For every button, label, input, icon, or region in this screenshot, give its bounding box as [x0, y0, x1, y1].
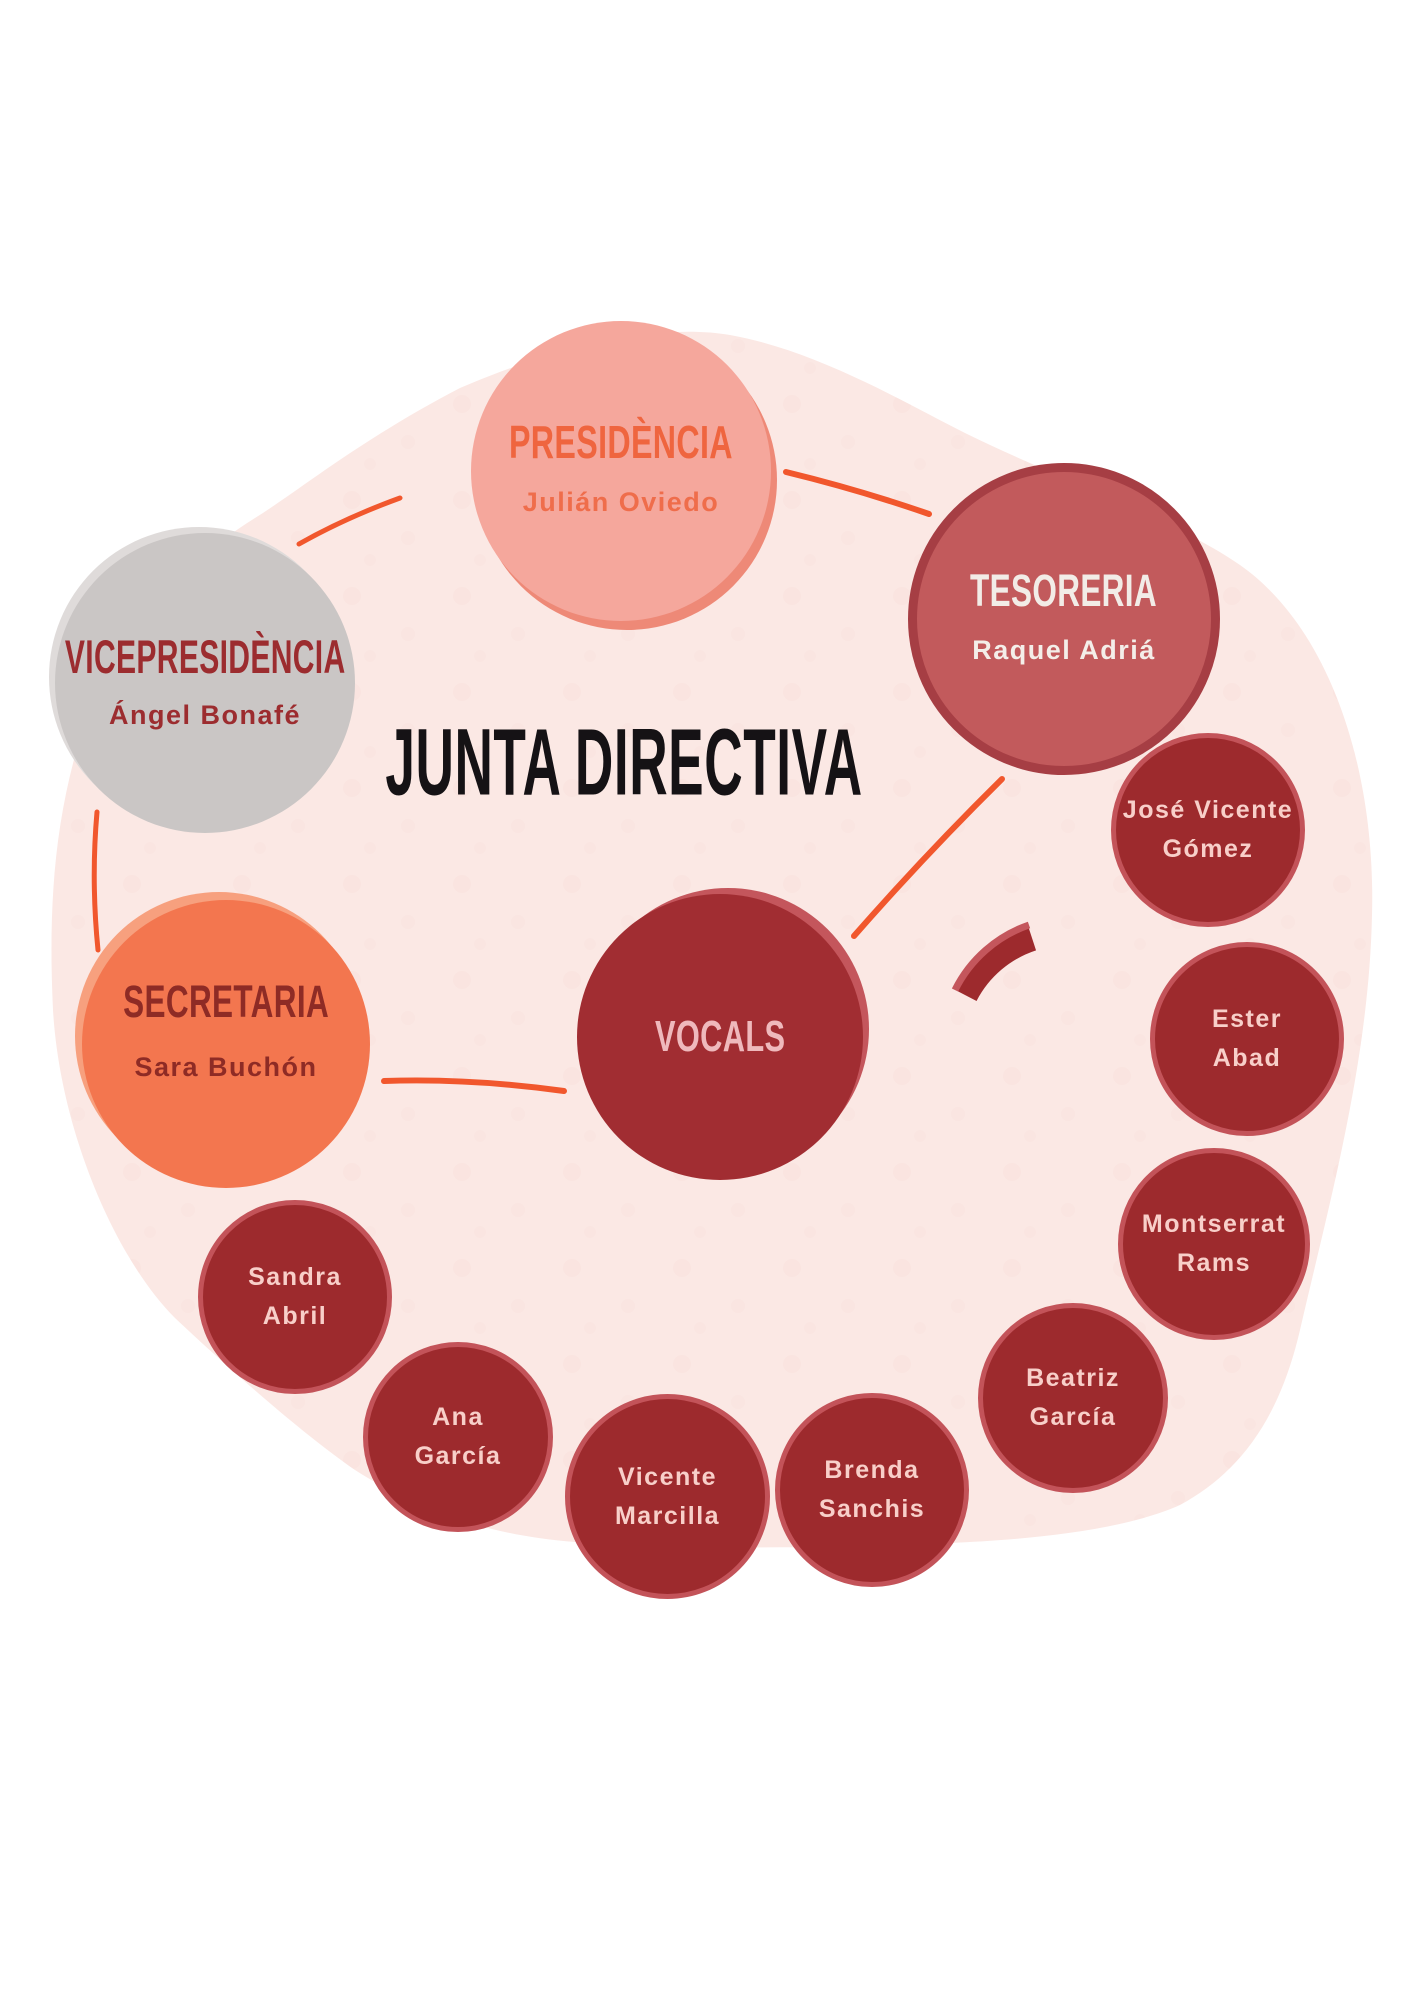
- member-name-line2: García: [1029, 1403, 1117, 1431]
- member-circle-montserrat-rams: Montserrat Rams: [1118, 1148, 1310, 1340]
- page-title: JUNTA DIRECTIVA: [385, 709, 863, 816]
- member-circle-jose-vicente-gomez: José Vicente Gómez: [1111, 733, 1305, 927]
- member-circle-beatriz-garcia: Beatriz García: [978, 1303, 1168, 1493]
- node-presidencia: PRESIDÈNCIA Julián Oviedo: [471, 321, 771, 621]
- member-name-line1: Brenda: [824, 1456, 920, 1485]
- member-name: Sandra Abril: [248, 1258, 342, 1336]
- member-name-line2: Abad: [1212, 1044, 1282, 1072]
- person-name-tesoreria: Raquel Adriá: [972, 635, 1156, 665]
- member-name: Vicente Marcilla: [615, 1458, 720, 1536]
- role-label-vocals: VOCALS: [654, 1012, 786, 1061]
- member-name: Brenda Sanchis: [819, 1451, 925, 1529]
- member-name: Ana García: [415, 1398, 502, 1476]
- person-name-secretaria: Sara Buchón: [134, 1052, 318, 1082]
- member-name-line2: García: [414, 1442, 502, 1470]
- person-name-presidencia: Julián Oviedo: [522, 486, 720, 517]
- member-name-line1: Ester: [1211, 1005, 1283, 1034]
- role-label-secretaria: SECRETARIA: [123, 976, 329, 1027]
- member-name-line2: Marcilla: [614, 1501, 721, 1530]
- member-circle-sandra-abril: Sandra Abril: [198, 1200, 392, 1394]
- member-name: Montserrat Rams: [1142, 1205, 1286, 1283]
- node-vocals: VOCALS: [577, 894, 863, 1180]
- role-label-tesoreria: TESORERIA: [970, 565, 1158, 616]
- decorative-arc: [951, 921, 1037, 1002]
- member-name-line1: Beatriz: [1026, 1364, 1120, 1393]
- connector-presidencia-tesoreria: [783, 469, 932, 517]
- member-name-line2: Sanchis: [818, 1495, 926, 1523]
- connector-vicepresidencia-secretaria: [91, 809, 101, 953]
- connector-strokes: [91, 469, 1005, 1094]
- role-label-vicepresidencia: VICEPRESIDÈNCIA: [64, 630, 346, 683]
- connector-tesoreria-vocals: [851, 776, 1005, 939]
- member-name-line1: Ana: [432, 1403, 484, 1432]
- member-name: José Vicente Gómez: [1123, 791, 1293, 869]
- member-name-line1: Vicente: [618, 1462, 717, 1491]
- node-vicepresidencia: VICEPRESIDÈNCIA Ángel Bonafé: [55, 533, 355, 833]
- member-name-line2: Rams: [1176, 1249, 1252, 1277]
- node-tesoreria: TESORERIA Raquel Adriá: [908, 463, 1220, 775]
- member-name: Ester Abad: [1212, 1000, 1282, 1078]
- member-circle-ana-garcia: Ana García: [363, 1342, 553, 1532]
- member-name-line2: Abril: [262, 1302, 328, 1330]
- member-circle-vicente-marcilla: Vicente Marcilla: [565, 1394, 770, 1599]
- member-name-line1: José Vicente: [1122, 796, 1294, 825]
- connector-secretaria-vocals: [381, 1077, 567, 1094]
- person-name-vicepresidencia: Ángel Bonafé: [108, 700, 301, 730]
- member-name-line1: Montserrat: [1141, 1210, 1287, 1239]
- member-circle-brenda-sanchis: Brenda Sanchis: [775, 1393, 969, 1587]
- member-name-line1: Sandra: [248, 1263, 342, 1292]
- role-label-presidencia: PRESIDÈNCIA: [509, 415, 733, 468]
- member-name: Beatriz García: [1026, 1359, 1120, 1437]
- member-name-line2: Gómez: [1162, 835, 1254, 863]
- node-secretaria: SECRETARIA Sara Buchón: [82, 900, 370, 1188]
- member-circle-ester-abad: Ester Abad: [1150, 942, 1344, 1136]
- connector-presidencia-vicepresidencia: [296, 495, 403, 547]
